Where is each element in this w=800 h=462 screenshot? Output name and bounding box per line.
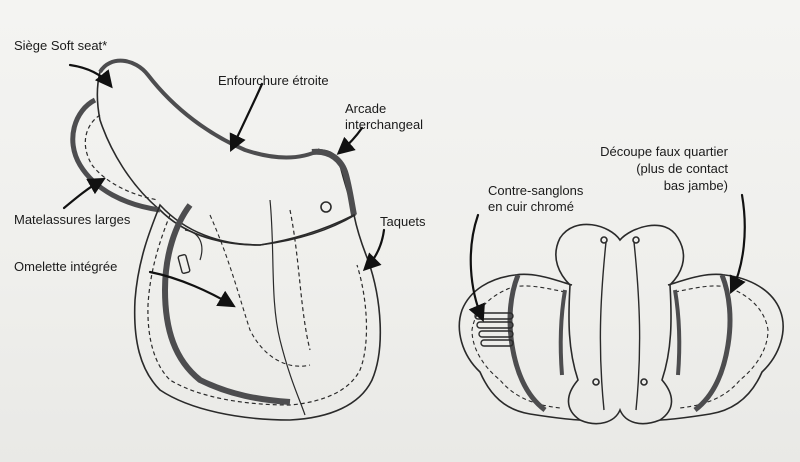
omelette-roll [161,203,291,405]
arrow-omelette [148,270,236,308]
arrow-taquets [362,228,386,272]
label-decoupe-line2: (plus de contact [636,161,728,176]
panel-right-dark [693,274,733,412]
label-decoupe-line1: Découpe faux quartier [600,144,728,159]
saddle-side-view [70,58,382,421]
arrow-contre-sanglons [468,213,485,323]
arrow-enfourchure [229,82,264,152]
label-siege-soft-seat: Siège Soft seat* [14,38,108,53]
label-contre-sanglons-line2: en cuir chromé [488,199,574,214]
label-enfourchure: Enfourchure étroite [218,73,329,88]
seat-rim [98,58,321,160]
contre-sanglons [474,312,514,347]
label-omelette: Omelette intégrée [14,259,118,274]
panel-center [555,223,685,425]
arcade-band [311,148,357,216]
arrow-siege [68,63,113,89]
label-arcade-line2: interchangeal [345,117,424,132]
label-matelassures: Matelassures larges [14,212,131,227]
arrow-matelassures [62,177,106,210]
matelassure-roll [70,97,161,213]
taquet-hole [320,201,332,213]
label-decoupe-line3: bas jambe) [663,178,728,193]
panel-left-dark [507,274,547,412]
arrow-decoupe [729,193,746,294]
arrow-arcade [336,126,364,155]
left-arrows [62,63,386,308]
label-arcade-line1: Arcade [345,101,387,116]
saddle-panel-view [458,223,784,425]
label-taquets: Taquets [380,214,426,229]
label-contre-sanglons-line1: Contre-sanglons [488,183,584,198]
right-arrows [468,193,746,323]
saddle-flap [133,203,382,421]
